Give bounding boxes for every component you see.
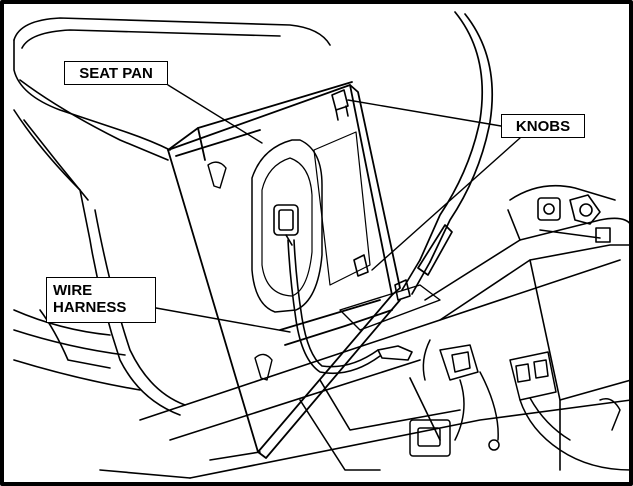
leader-wire-harness [155,307,291,333]
leader-knobs-upper [347,99,502,127]
harness-connector [273,204,299,246]
seat-cushion [13,17,331,416]
support-rod [401,11,493,295]
leader-knobs-lower [371,137,521,271]
control-box [424,184,632,471]
seat-pan-panel [167,81,401,459]
callout-knobs: KNOBS [501,114,585,138]
knob-hardware [331,89,411,301]
leader-seat-pan [167,84,263,144]
callout-wire-harness: WIRE HARNESS [46,277,156,323]
leader-lines [155,84,521,333]
callout-seat-pan: SEAT PAN [64,61,168,85]
lower-wiring [409,339,632,471]
base-frame [99,259,632,479]
callout-wire-harness-line2: HARNESS [53,299,127,316]
callout-wire-harness-line1: WIRE [53,282,93,299]
wire-harness [287,239,413,375]
